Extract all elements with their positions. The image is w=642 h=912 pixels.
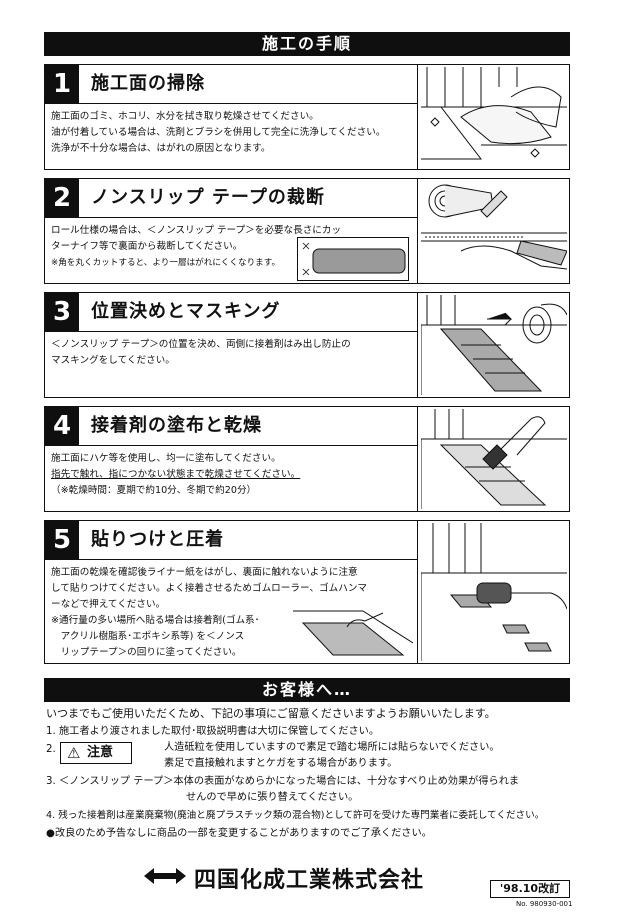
step-body: 施工面の乾燥を確認後ライナー紙をはがし、裏面に触れないように注意 して貼りつけて… (51, 565, 413, 661)
cutting-illustration (421, 181, 567, 281)
step-line: （※乾燥時間：夏期で約10分、冬期で約20分） (51, 485, 257, 496)
document-number: No. 980930-001 (516, 900, 573, 908)
step-line: して貼りつけてください。よく接着させるためゴムローラー、ゴムハンマ (51, 583, 368, 594)
edge-adhesive-illustration (293, 603, 414, 665)
divider (417, 65, 418, 169)
step-body: 施工面のゴミ、ホコリ、水分を拭き取り乾燥させてください。 油が付着している場合は… (51, 109, 413, 157)
step-line: 施工面にハケ等を使用し、均一に塗布してください。 (51, 453, 281, 464)
divider (45, 445, 417, 446)
masking-illustration (421, 295, 567, 395)
company-logo (144, 864, 186, 892)
step-line: ※通行量の多い場所へ貼る場合は接着剤(ゴム系･ (51, 615, 260, 626)
step-line: ロール仕様の場合は、＜ノンスリップ テープ＞を必要な長さにカッ (51, 225, 342, 236)
step-line: マスキングをしてください。 (51, 355, 175, 366)
step-line: 施工面のゴミ、ホコリ、水分を拭き取り乾燥させてください。 (51, 111, 319, 122)
notice-item-2-line-2: 素足で直接触れますとケガをする場合があります。 (164, 758, 398, 769)
divider (417, 407, 418, 511)
notice-intro: いつまでもご使用いただくため、下記の事項にご留意くださいますようお願いいたします… (46, 707, 496, 720)
divider (417, 293, 418, 397)
revision-badge: '98.10改訂 (490, 880, 570, 898)
notice-item-2-line-1: 人造砥粒を使用していますので素足で踏む場所には貼らないでください。 (164, 742, 500, 753)
step-line: 油が付着している場合は、洗剤とブラシを併用して完全に洗浄してください。 (51, 127, 386, 138)
warning-icon: ⚠ (67, 744, 81, 762)
step-body: 施工面にハケ等を使用し、均一に塗布してください。 指先で触れ、指につかない状態ま… (51, 451, 413, 499)
notice-item-3-line-1: 3. ＜ノンスリップ テープ＞本体の表面がなめらかになった場合には、十分なすべり… (46, 776, 520, 787)
brush-illustration (421, 409, 567, 509)
step-line: 指先で触れ、指につかない状態まで乾燥させてください。 (51, 469, 301, 480)
step-line: 洗浄が不十分な場合は、はがれの原因となります。 (51, 143, 271, 154)
step-number: 4 (45, 407, 79, 445)
step-title: 位置決めとマスキング (91, 301, 281, 322)
step-4: 4 接着剤の塗布と乾燥 施工面にハケ等を使用し、均一に塗布してください。 指先で… (44, 406, 570, 512)
cleaning-illustration (421, 67, 567, 167)
notice-item-2-number: 2. (46, 744, 56, 755)
step-body: ＜ノンスリップ テープ＞の位置を決め、両側に接着剤はみ出し防止の マスキングをし… (51, 337, 413, 369)
divider (45, 331, 417, 332)
step-number: 1 (45, 65, 79, 103)
page-title: 施工の手順 (261, 34, 352, 53)
step-line: 施工面の乾燥を確認後ライナー紙をはがし、裏面に触れないように注意 (51, 567, 358, 578)
step-line: リップテープ＞の回りに塗ってください。 (51, 647, 242, 658)
notice-item-4: 4. 残った接着剤は産業廃棄物(廃油と廃プラスチック類の混合物)として許可を受け… (46, 810, 545, 821)
step-title: 施工面の掃除 (91, 73, 205, 94)
notice-closing: ●改良のため予告なしに商品の一部を変更することがありますのでご了承ください。 (46, 828, 432, 839)
caution-label: 注意 (87, 745, 114, 760)
step-2: 2 ノンスリップ テープの裁断 ロール仕様の場合は、＜ノンスリップ テープ＞を必… (44, 178, 570, 284)
section-header-procedure: 施工の手順 (44, 32, 570, 56)
revision-label: '98.10改訂 (499, 882, 561, 895)
step-line: アクリル樹脂系･エポキシ系等) を＜ノンス (51, 631, 245, 642)
step-line: ＜ノンスリップ テープ＞の位置を決め、両側に接着剤はみ出し防止の (51, 339, 351, 350)
notice-title: お客様へ… (261, 680, 352, 699)
step-number: 2 (45, 179, 79, 217)
caution-box: ⚠ 注意 (60, 742, 132, 764)
step-title: ノンスリップ テープの裁断 (91, 187, 325, 208)
step-5: 5 貼りつけと圧着 施工面の乾燥を確認後ライナー紙をはがし、裏面に触れないように… (44, 520, 570, 664)
notice-item-3-line-2: せんので早めに張り替えてください。 (186, 792, 359, 803)
divider (45, 559, 417, 560)
step-line: ターナイフ等で裏面から裁断してください。 (51, 241, 243, 252)
notice-item-1: 1. 施工者より渡されました取付･取扱説明書は大切に保管してください。 (46, 726, 380, 737)
step-body: ロール仕様の場合は、＜ノンスリップ テープ＞を必要な長さにカッ ターナイフ等で裏… (51, 223, 413, 271)
divider (417, 179, 418, 283)
step-3: 3 位置決めとマスキング ＜ノンスリップ テープ＞の位置を決め、両側に接着剤はみ… (44, 292, 570, 398)
roller-illustration (421, 523, 567, 661)
step-number: 3 (45, 293, 79, 331)
step-title: 接着剤の塗布と乾燥 (91, 415, 262, 436)
divider (45, 217, 417, 218)
divider (45, 103, 417, 104)
step-line: ーなどで押えてください。 (51, 599, 166, 610)
section-header-notice: お客様へ… (44, 678, 570, 702)
rounded-corner-illustration (297, 237, 409, 285)
step-1: 1 施工面の掃除 施工面のゴミ、ホコリ、水分を拭き取り乾燥させてください。 油が… (44, 64, 570, 170)
step-number: 5 (45, 521, 79, 559)
step-line: ※角を丸くカットすると、より一層はがれにくくなります。 (51, 258, 281, 268)
divider (417, 521, 418, 663)
company-name: 四国化成工業株式会社 (194, 868, 425, 893)
step-title: 貼りつけと圧着 (91, 529, 225, 550)
